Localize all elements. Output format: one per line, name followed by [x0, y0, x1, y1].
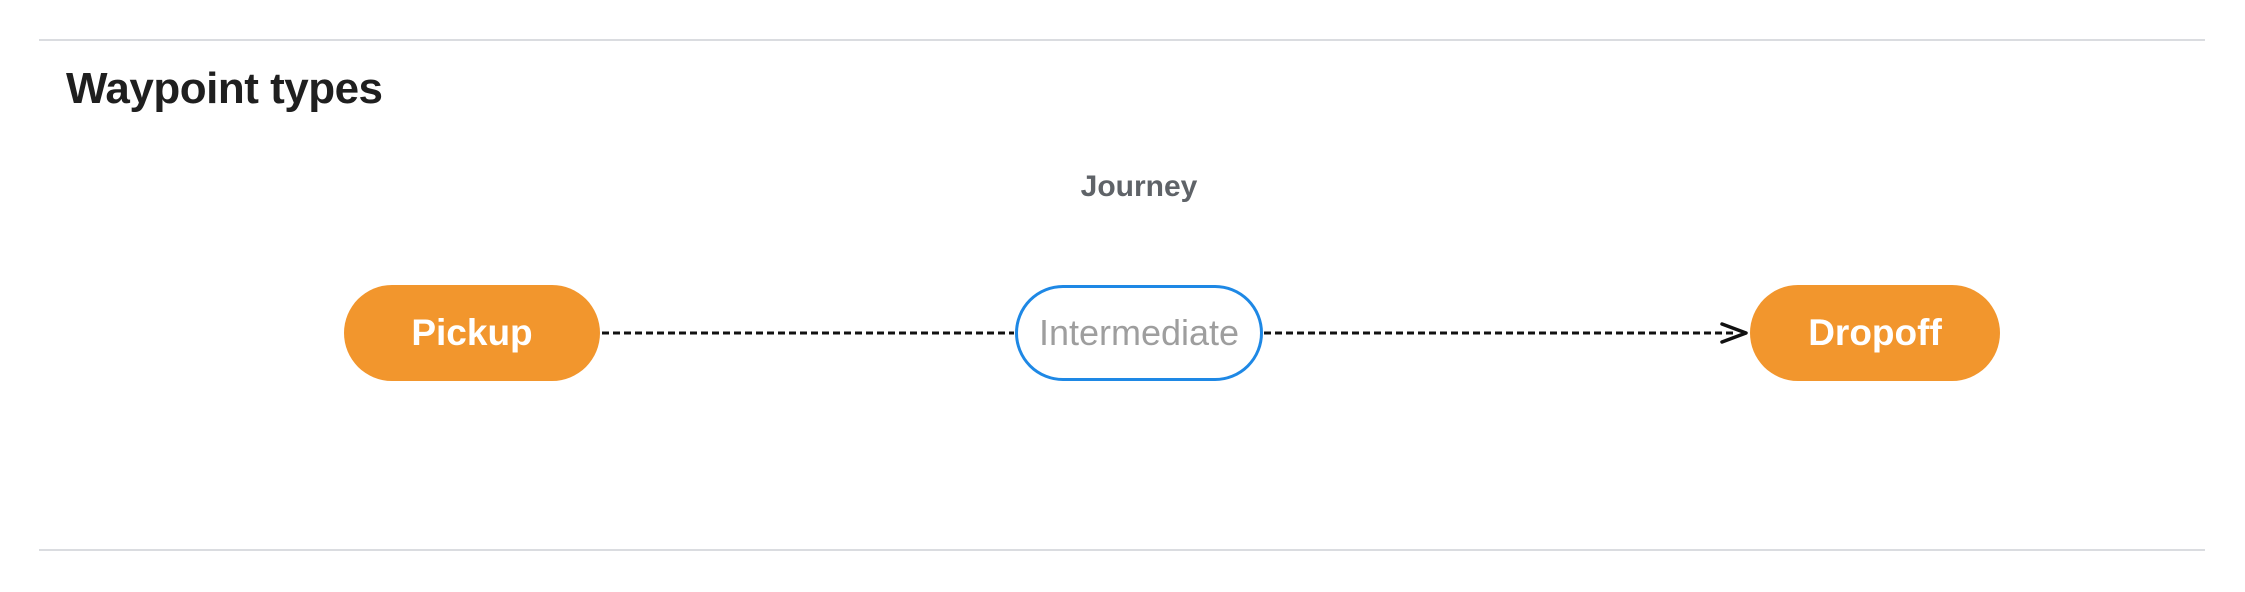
diagram-title: Journey — [1080, 170, 1198, 203]
bottom-divider — [39, 549, 2205, 551]
arrowhead-icon — [1720, 322, 1748, 344]
node-dropoff: Dropoff — [1750, 285, 2000, 381]
node-intermediate: Intermediate — [1015, 285, 1263, 381]
node-pickup: Pickup — [344, 285, 600, 381]
top-divider — [39, 39, 2205, 41]
section-title: Waypoint types — [66, 64, 383, 113]
